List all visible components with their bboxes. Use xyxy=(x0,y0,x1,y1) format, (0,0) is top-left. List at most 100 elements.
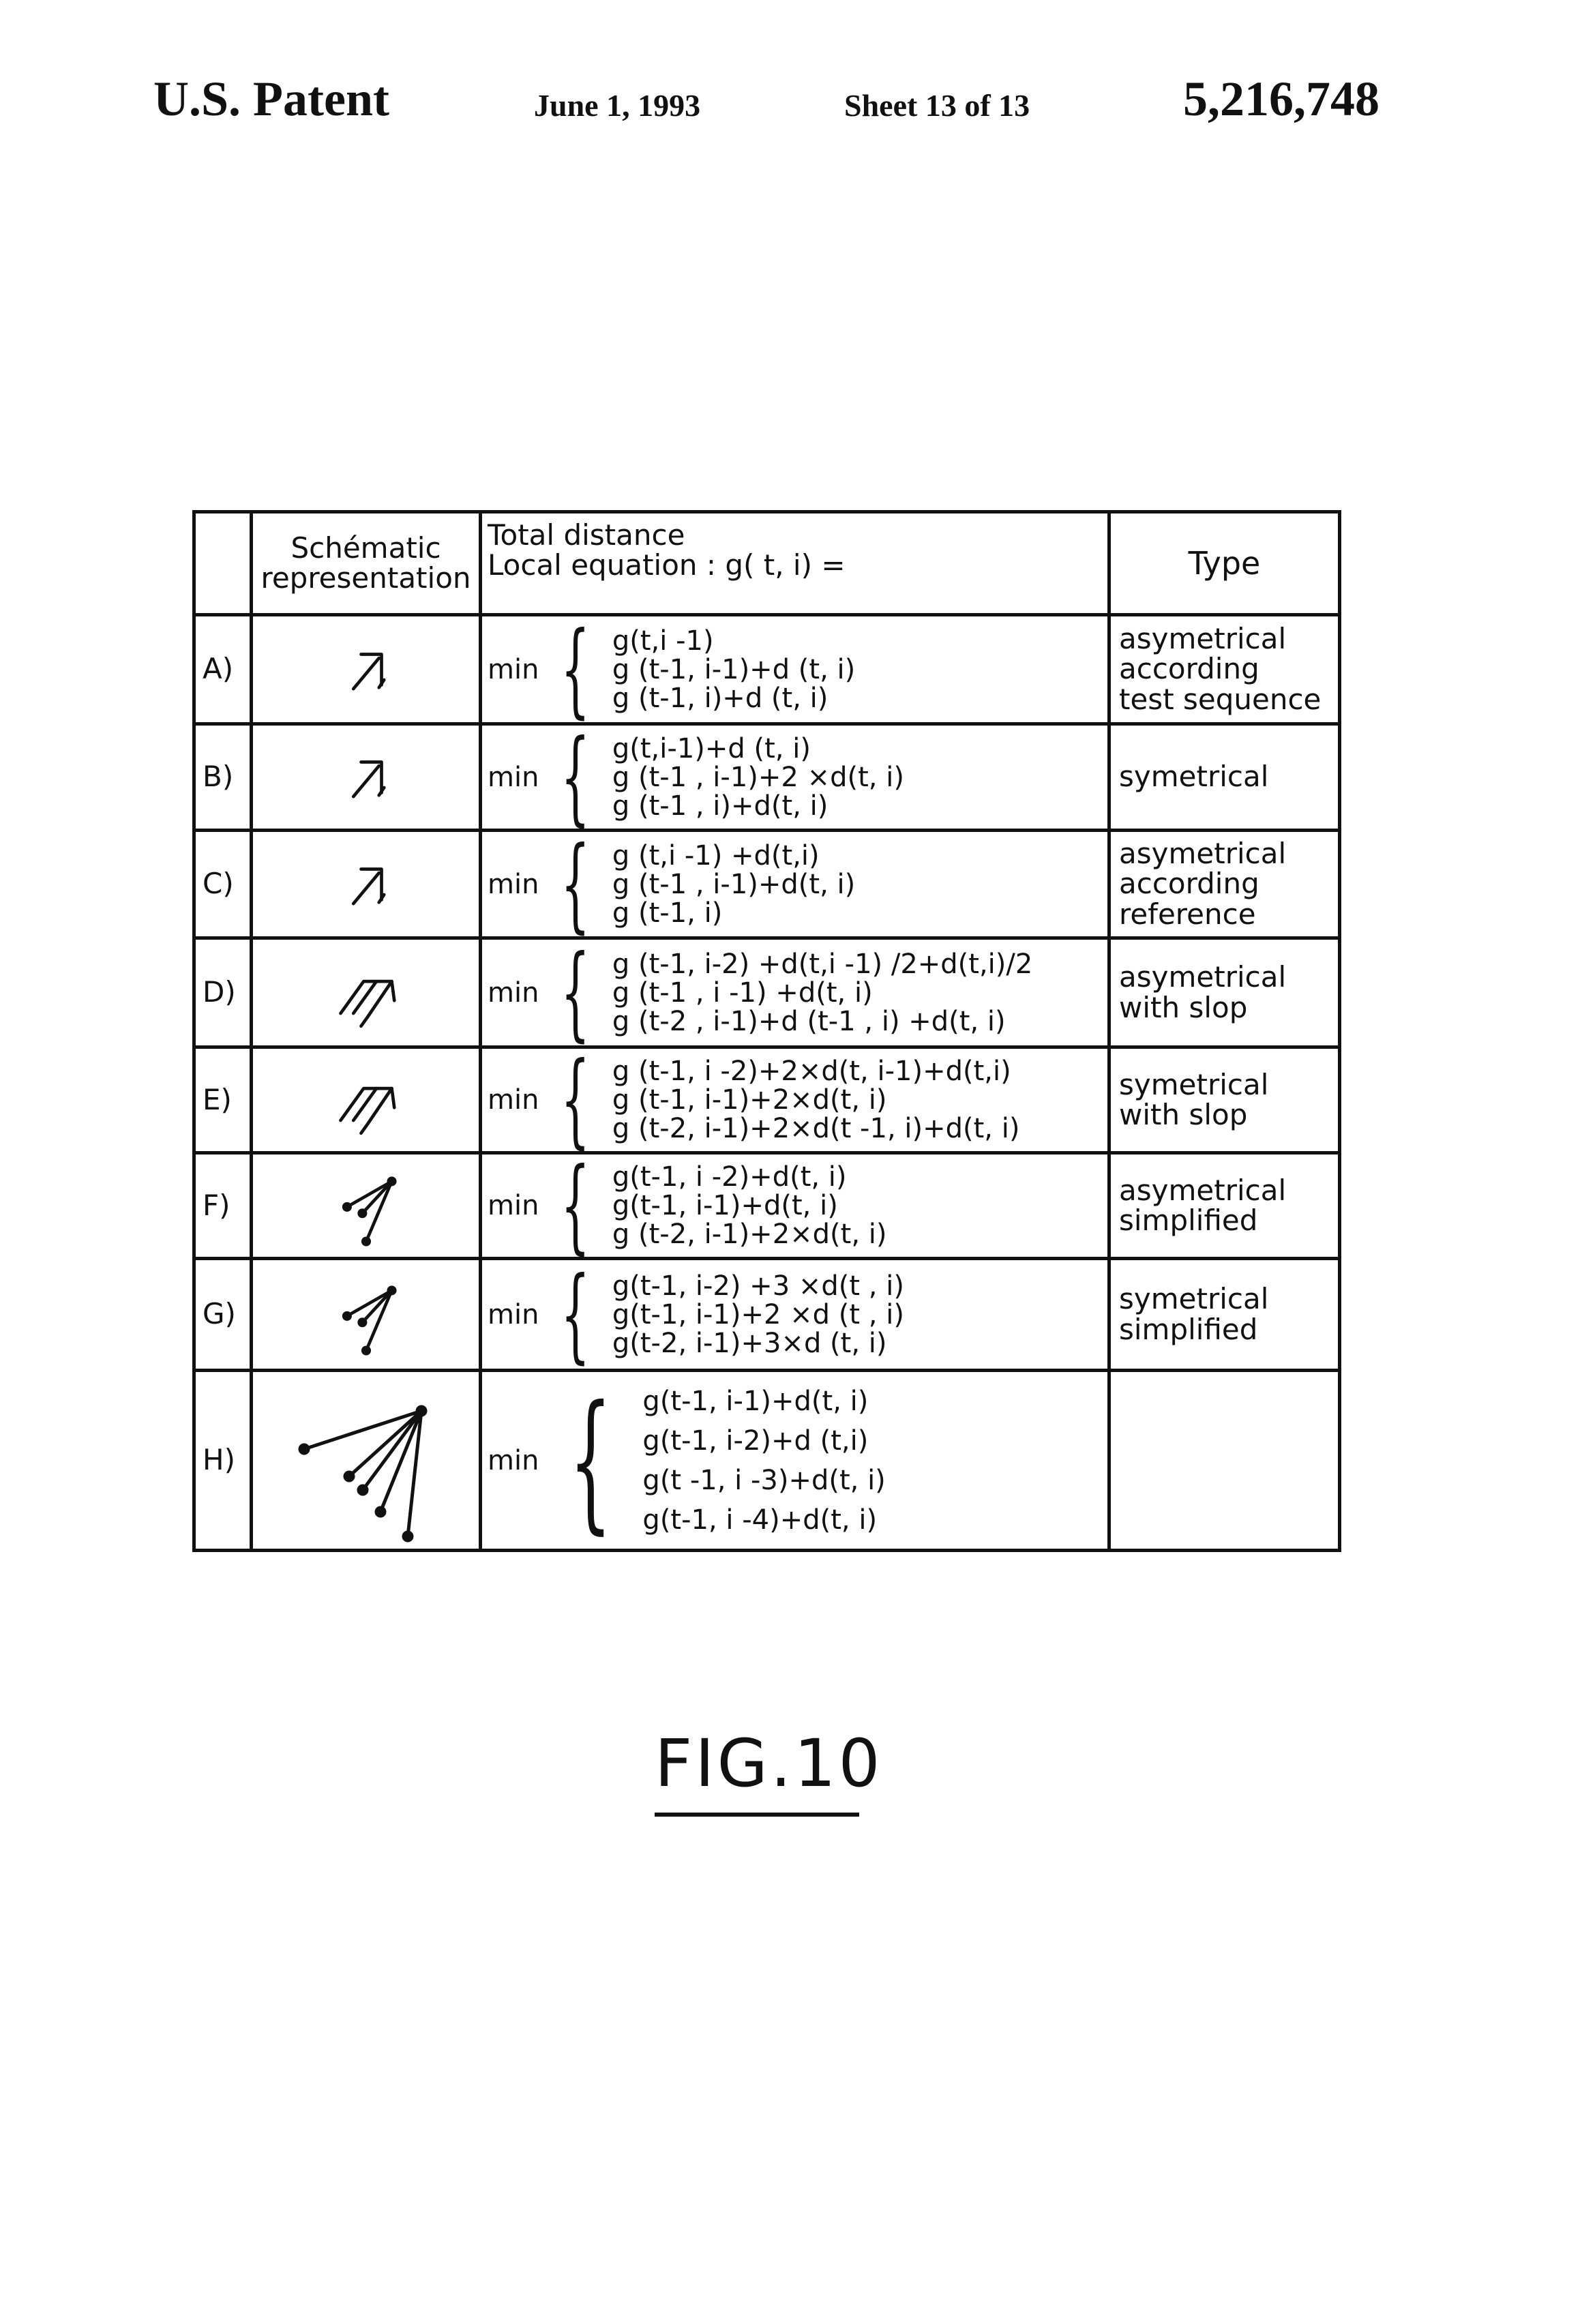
table-row: H)min{g(t-1, i-1)+d(t, i)g(t-1, i-2)+d (… xyxy=(194,1371,1340,1551)
equation-lines: g (t,i -1) +d(t,i)g (t-1 , i-1)+d(t, i)g… xyxy=(612,841,855,927)
schematic-node xyxy=(404,1532,412,1540)
type-line: asymetrical xyxy=(1119,839,1332,869)
schematic-diagram xyxy=(312,1264,421,1366)
row-label: G) xyxy=(194,1259,252,1371)
schematic-cell xyxy=(252,724,481,831)
equation-line: g (t-1 , i-1)+d(t, i) xyxy=(612,870,855,899)
type-line: according xyxy=(1119,869,1332,899)
schematic-cell xyxy=(252,615,481,724)
equation-line: g (t-1, i-2) +d(t,i -1) /2+d(t,i)/2 xyxy=(612,950,1032,979)
table-row: F)min{g(t-1, i -2)+d(t, i)g(t-1, i-1)+d(… xyxy=(194,1153,1340,1259)
type-line: with slop xyxy=(1119,1100,1332,1130)
equation-table: Schématic representation Total distance … xyxy=(192,510,1341,1552)
schematic-node xyxy=(345,1472,353,1480)
schematic-diagram xyxy=(312,833,421,936)
type-cell: asymetricalwith slop xyxy=(1109,938,1340,1047)
type-line: symetrical xyxy=(1119,1070,1332,1100)
schematic-diagonal-line xyxy=(353,766,379,796)
schematic-diagram xyxy=(288,1375,445,1546)
schematic-cell xyxy=(252,938,481,1047)
header-schematic: Schématic representation xyxy=(252,512,481,615)
schematic-cell xyxy=(252,1153,481,1259)
equation-min: min xyxy=(488,1300,539,1329)
schematic-cell xyxy=(252,1047,481,1153)
type-cell: symetricalwith slop xyxy=(1109,1047,1340,1153)
equation-line: g (t-1 , i -1) +d(t, i) xyxy=(612,979,1032,1007)
schematic-line-2 xyxy=(349,1411,421,1476)
header-label-cell xyxy=(194,512,252,615)
equation-brace: { xyxy=(561,1165,591,1247)
header-schematic-line1: Schématic xyxy=(258,533,473,563)
equation-line: g (t-1 , i)+d(t, i) xyxy=(612,792,904,820)
type-line: simplified xyxy=(1119,1315,1332,1345)
type-cell: symetrical xyxy=(1109,724,1340,831)
type-line: reference xyxy=(1119,899,1332,929)
row-label: D) xyxy=(194,938,252,1047)
schematic-node xyxy=(376,1508,385,1516)
equation-line: g(t-1, i-1)+2 ×d (t , i) xyxy=(612,1300,904,1329)
equation-line: g (t-1, i)+d (t, i) xyxy=(612,684,855,713)
figure-label-underline xyxy=(655,1813,859,1817)
schematic-node xyxy=(359,1319,365,1325)
equation-line: g(t-1, i -4)+d(t, i) xyxy=(642,1500,885,1540)
sheet-number: Sheet 13 of 13 xyxy=(844,87,1030,123)
schematic-diagram xyxy=(312,942,421,1044)
schematic-node xyxy=(359,1210,365,1217)
equation-cell: min{g(t-1, i-1)+d(t, i)g(t-1, i-2)+d (t,… xyxy=(481,1371,1109,1551)
equation-lines: g(t,i -1)g (t-1, i-1)+d (t, i)g (t-1, i)… xyxy=(612,627,855,713)
table-row: C) min{g (t,i -1) +d(t,i)g (t-1 , i-1)+d(… xyxy=(194,831,1340,938)
equation-lines: g (t-1, i-2) +d(t,i -1) /2+d(t,i)/2g (t-… xyxy=(612,950,1032,1036)
header-type: Type xyxy=(1109,512,1340,615)
equation-line: g(t,i-1)+d (t, i) xyxy=(612,734,904,763)
equation-cell: min { g(t,i-1)+d (t, i)g (t-1 , i-1)+2 ×d(… xyxy=(481,724,1109,831)
equation-brace: { xyxy=(561,629,591,711)
equation-min: min xyxy=(488,979,539,1007)
schematic-cell xyxy=(252,1371,481,1551)
equation-brace: { xyxy=(561,1059,591,1141)
equation-brace: { xyxy=(561,1274,591,1356)
equation-lines: g(t-1, i-1)+d(t, i)g(t-1, i-2)+d (t,i)g(… xyxy=(642,1382,885,1540)
row-label: A) xyxy=(194,615,252,724)
type-cell: asymetricalaccordingtest sequence xyxy=(1109,615,1340,724)
table-row: G) min { g(t-1, i-2) +3 ×d(t , i)g(t-1, i-1… xyxy=(194,1259,1340,1371)
equation-min: min xyxy=(488,763,539,792)
equation-min: min xyxy=(488,1086,539,1114)
equation-line: g (t-1 , i-1)+2 ×d(t, i) xyxy=(612,763,904,792)
schematic-diagram xyxy=(312,1154,421,1257)
schematic-diagonal-line xyxy=(353,658,379,689)
equation-line: g (t-2, i-1)+2×d(t -1, i)+d(t, i) xyxy=(612,1114,1020,1143)
schematic-diagonal-line xyxy=(353,873,379,904)
row-label: B) xyxy=(194,724,252,831)
equation-lines: g (t-1, i -2)+2×d(t, i-1)+d(t,i)g (t-1, … xyxy=(612,1057,1020,1143)
table-body: A) min { g(t,i -1)g (t-1, i-1)+d (t, i)g (t… xyxy=(194,615,1340,1551)
equation-cell: min { g(t-1, i-2) +3 ×d(t , i)g(t-1, i-1)+… xyxy=(481,1259,1109,1371)
header-equation: Total distance Local equation : g( t, i)… xyxy=(481,512,1109,615)
equation-cell: min{g (t,i -1) +d(t,i)g (t-1 , i-1)+d(t,… xyxy=(481,831,1109,938)
schematic-node xyxy=(344,1204,350,1210)
row-label: F) xyxy=(194,1153,252,1259)
equation-brace: { xyxy=(561,844,591,925)
equation-brace: { xyxy=(561,736,591,818)
type-line: asymetrical xyxy=(1119,624,1332,654)
schematic-node xyxy=(388,1287,394,1293)
schematic-tick-line xyxy=(378,680,384,687)
equation-cell: min { g (t-1, i -2)+2×d(t, i-1)+d(t,i)g (t… xyxy=(481,1047,1109,1153)
schematic-diagram xyxy=(312,726,421,829)
type-line: asymetrical xyxy=(1119,962,1332,992)
schematic-tick-line xyxy=(378,895,384,902)
equation-line: g(t-1, i-2) +3 ×d(t , i) xyxy=(612,1272,904,1300)
type-cell: asymetricalsimplified xyxy=(1109,1153,1340,1259)
schematic-node xyxy=(417,1407,426,1415)
schematic-tick-line xyxy=(378,788,384,795)
table-header-row: Schématic representation Total distance … xyxy=(194,512,1340,615)
equation-line: g(t -1, i -3)+d(t, i) xyxy=(642,1461,885,1500)
equation-line: g (t-2, i-1)+2×d(t, i) xyxy=(612,1220,887,1249)
equation-brace: { xyxy=(569,1401,612,1521)
row-label: C) xyxy=(194,831,252,938)
table-row: A)min{g(t,i -1)g (t-1, i-1)+d (t, i)g (t… xyxy=(194,615,1340,724)
equation-brace: { xyxy=(561,952,591,1034)
schematic-cell xyxy=(252,831,481,938)
schematic-diagram xyxy=(312,619,421,721)
schematic-return-line xyxy=(361,981,391,1026)
patent-number: 5,216,748 xyxy=(1183,71,1379,128)
